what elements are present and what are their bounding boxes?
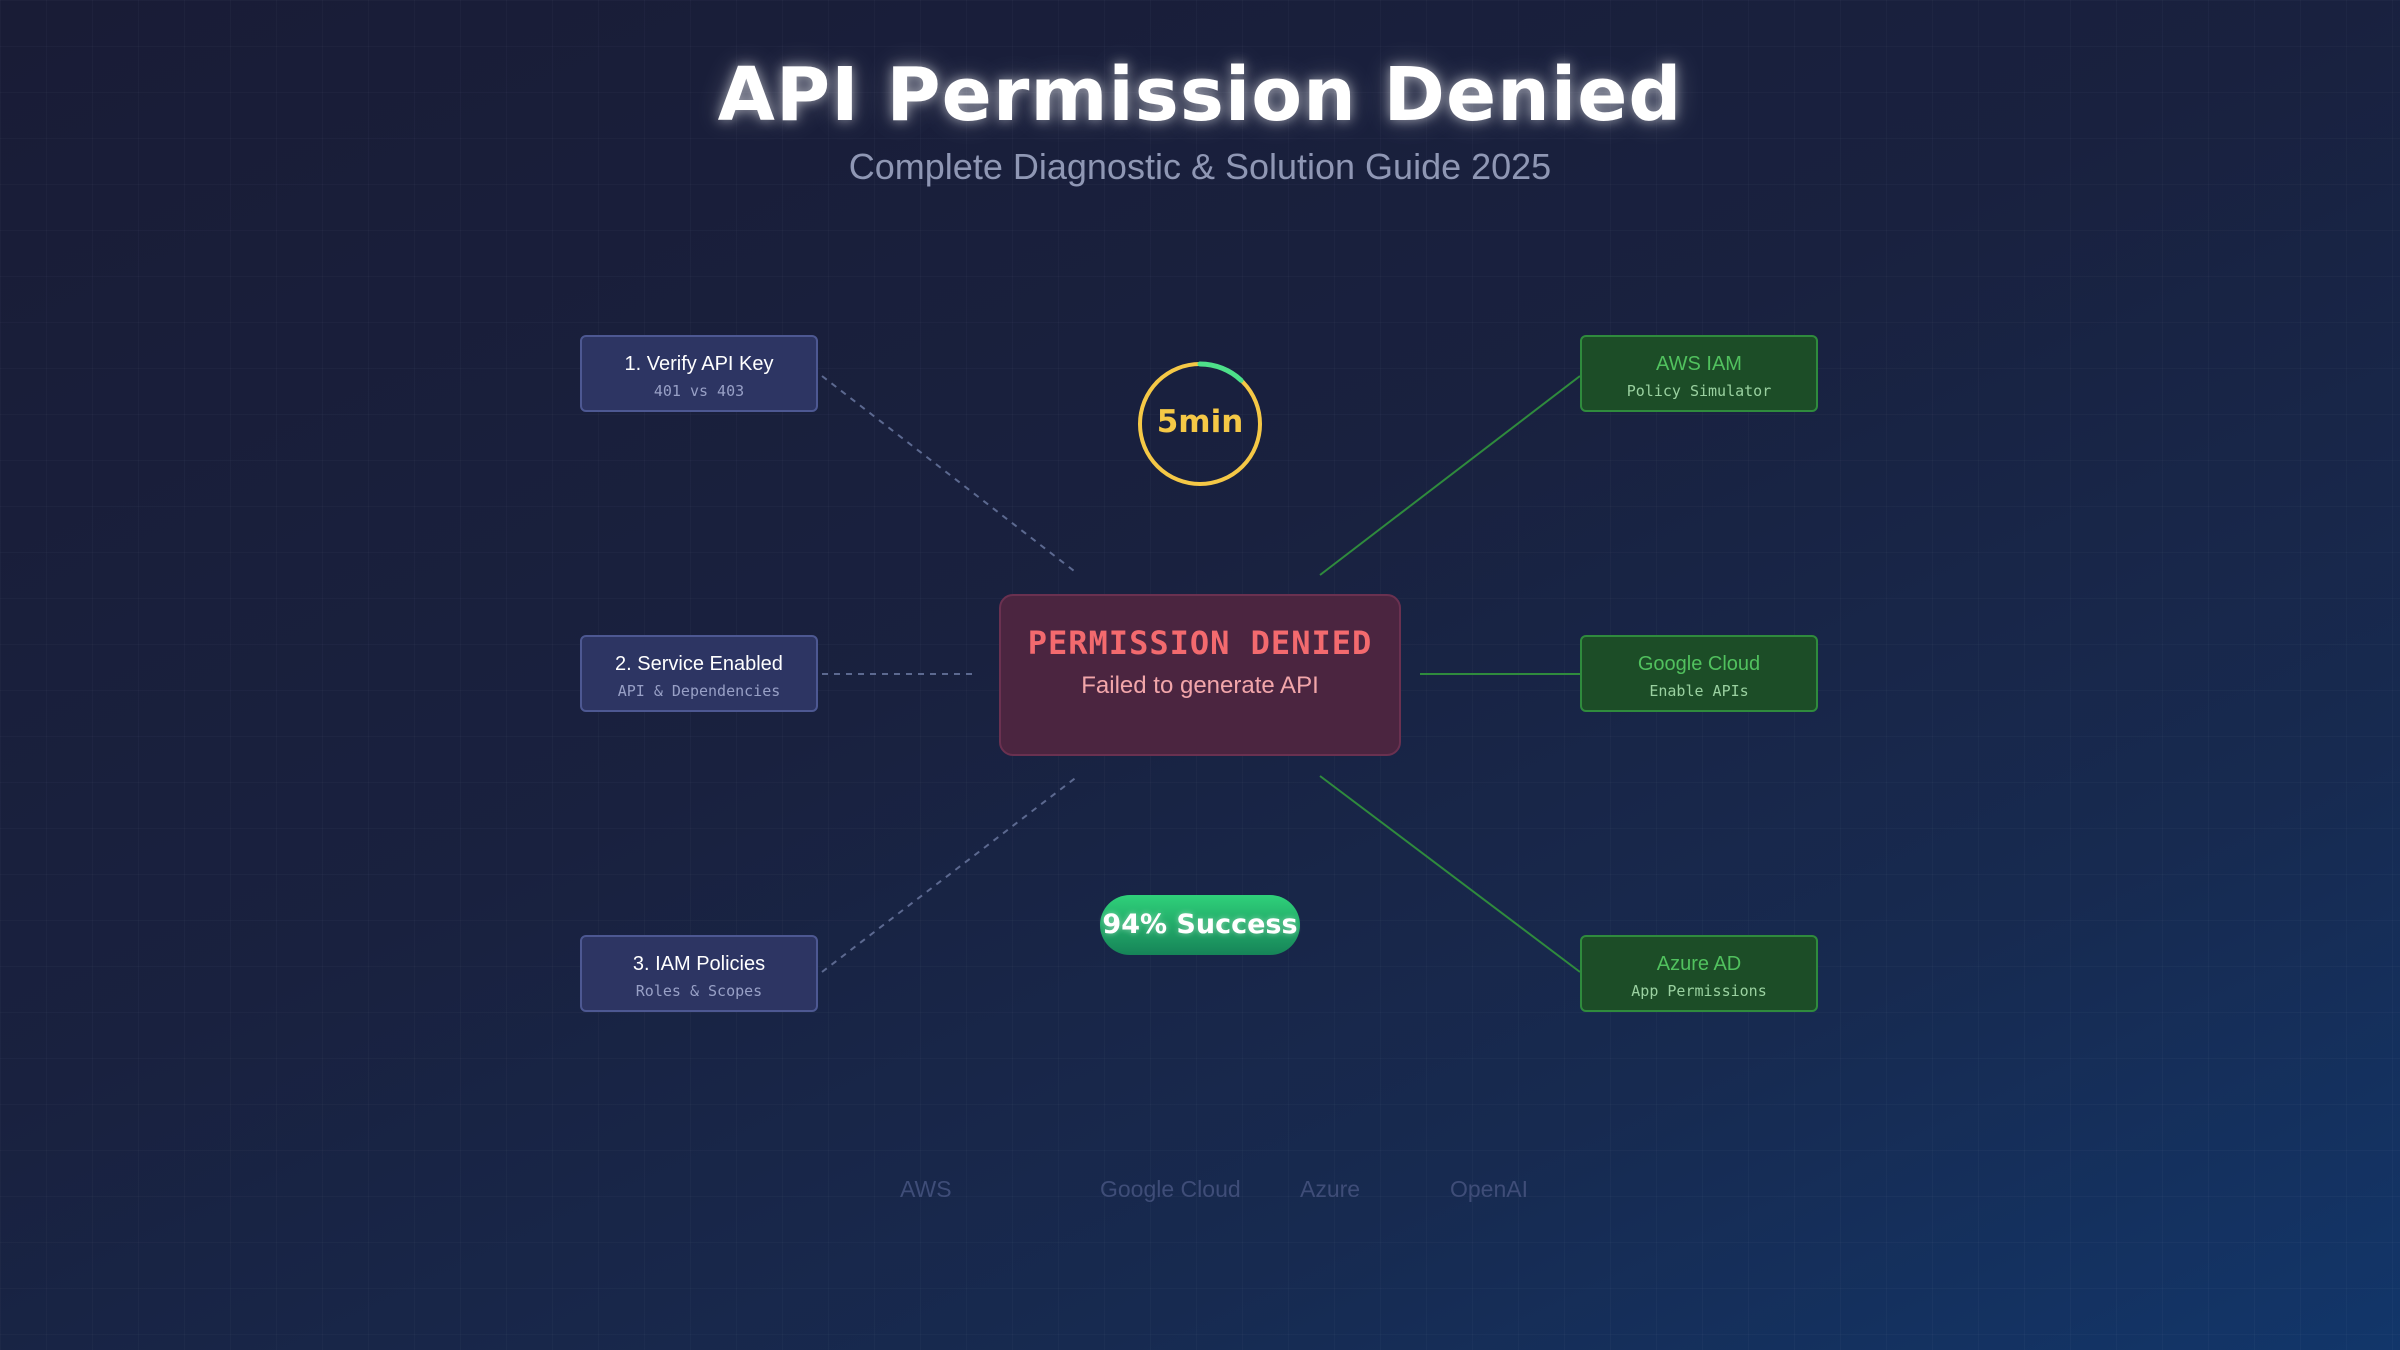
step-label: 2. Service Enabled	[615, 653, 783, 675]
provider-openai: OpenAI	[1450, 1176, 1528, 1202]
error-title: PERMISSION DENIED	[1027, 624, 1373, 662]
connector-step-3	[821, 775, 1079, 973]
step-sublabel: 401 vs 403	[653, 382, 745, 400]
connector-step-1	[821, 375, 1079, 575]
step-label: 3. IAM Policies	[632, 953, 766, 975]
solution-sublabel: Enable APIs	[1649, 682, 1749, 700]
page-subtitle: Complete Diagnostic & Solution Guide 202…	[848, 146, 1552, 187]
provider-azure: Azure	[1300, 1176, 1361, 1202]
step-verify-api-key[interactable]: 1. Verify API Key 401 vs 403	[580, 335, 818, 412]
solution-sublabel: Policy Simulator	[1626, 382, 1772, 400]
connector-solution-1	[1319, 375, 1581, 576]
step-label: 1. Verify API Key	[624, 353, 774, 375]
provider-aws: AWS	[900, 1176, 952, 1202]
provider-google-cloud: Google Cloud	[1100, 1176, 1241, 1202]
solution-label: AWS IAM	[1656, 353, 1742, 375]
step-sublabel: Roles & Scopes	[635, 982, 763, 1000]
solution-aws-iam[interactable]: AWS IAM Policy Simulator	[1580, 335, 1818, 412]
solution-sublabel: App Permissions	[1631, 982, 1767, 1000]
solution-label: Azure AD	[1656, 953, 1742, 975]
success-badge: 94% Success	[1100, 895, 1300, 955]
connector-solution-3	[1319, 775, 1581, 973]
step-iam-policies[interactable]: 3. IAM Policies Roles & Scopes	[580, 935, 818, 1012]
permission-denied-node: PERMISSION DENIED Failed to generate API	[999, 594, 1401, 756]
solution-label: Google Cloud	[1637, 653, 1761, 675]
timer-label: 5min	[1156, 404, 1244, 440]
error-subtitle: Failed to generate API	[1081, 672, 1319, 699]
step-sublabel: API & Dependencies	[617, 682, 781, 700]
solution-azure-ad[interactable]: Azure AD App Permissions	[1580, 935, 1818, 1012]
timer-progress-arc	[1197, 361, 1244, 383]
page-title: API Permission Denied	[717, 52, 1683, 138]
solution-google-cloud[interactable]: Google Cloud Enable APIs	[1580, 635, 1818, 712]
step-service-enabled[interactable]: 2. Service Enabled API & Dependencies	[580, 635, 818, 712]
